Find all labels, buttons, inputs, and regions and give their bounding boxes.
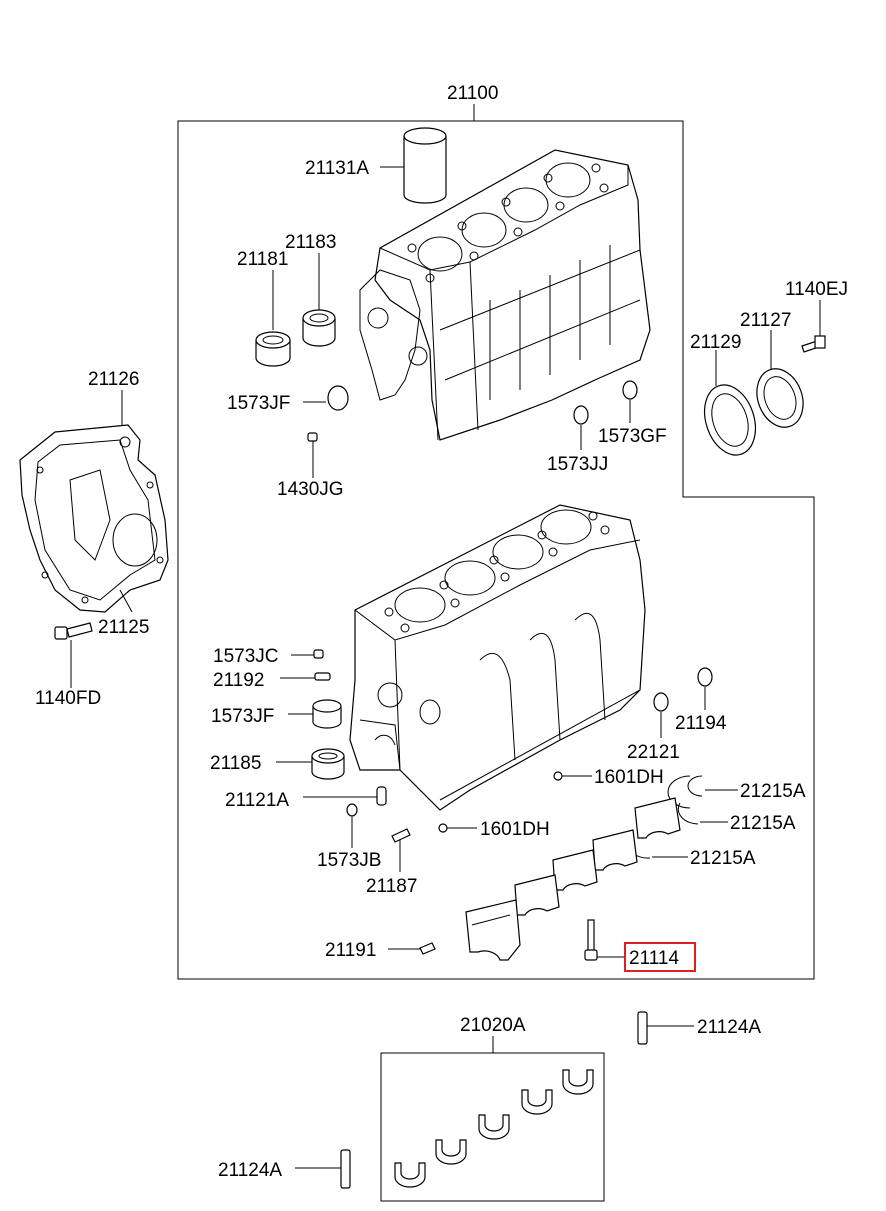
callout-21131a[interactable]: 21131A [305,158,369,179]
callout-21124a-right[interactable]: 21124A [697,1017,761,1038]
bolt-1140fd [54,622,93,640]
plug-22121 [653,692,669,712]
plug-1601dh-upper [553,771,563,781]
callout-1573jb[interactable]: 1573JB [317,850,381,871]
cylinder-liner-21131a [403,127,447,204]
callout-21215a-3[interactable]: 21215A [690,848,756,869]
callout-21100[interactable]: 21100 [447,83,498,104]
assembly-frame-21100 [177,120,815,980]
pin-21124a-left [340,1149,351,1189]
highlight-box-21114 [624,942,696,972]
callout-1140ej[interactable]: 1140EJ [785,279,848,300]
dowel-21191 [419,942,436,955]
bushing-21181 [255,331,291,367]
plug-1573gf [622,380,638,400]
callout-21020a[interactable]: 21020A [460,1015,526,1036]
callout-21121a[interactable]: 21121A [225,790,289,811]
plug-1601dh-lower [438,823,448,833]
callout-21129[interactable]: 21129 [690,332,741,353]
gasket-21129 [704,384,756,456]
main-bearing-shells [394,1069,594,1188]
callout-1573jf-lower[interactable]: 1573JF [211,706,274,727]
bearing-set-frame-21020a [380,1052,605,1202]
callout-1573gf[interactable]: 1573GF [598,426,667,447]
bushing-21183 [302,309,336,347]
callout-1601dh-upper[interactable]: 1601DH [594,767,664,788]
front-cover-gasket-21126 [19,424,169,613]
plug-21194 [697,667,713,687]
callout-21215a-2[interactable]: 21215A [730,813,796,834]
plug-1573jf-upper [327,385,349,411]
callout-1430jg[interactable]: 1430JG [277,479,344,500]
bearing-cap-bolt-21114 [584,919,598,961]
callout-21181[interactable]: 21181 [237,249,288,270]
callout-21127[interactable]: 21127 [740,310,791,331]
bushing-21185 [311,748,345,780]
callout-21185[interactable]: 21185 [210,753,261,774]
callout-1573jc[interactable]: 1573JC [213,646,279,667]
thrust-washer-21215a-2 [677,802,699,825]
cylinder-block-upper [359,149,651,441]
plug-1573jc [313,649,324,659]
plug-1573jf-lower [312,699,342,729]
callout-21191[interactable]: 21191 [325,940,376,961]
callout-1601dh-lower[interactable]: 1601DH [480,819,550,840]
main-bearing-caps [465,797,681,961]
callout-1573jj[interactable]: 1573JJ [547,454,608,475]
oil-seal-21127 [756,368,804,428]
callout-21114[interactable]: 21114 [629,948,679,969]
callout-1140fd[interactable]: 1140FD [35,688,101,709]
cylinder-block-lower [349,504,646,811]
callout-1573jf-upper[interactable]: 1573JF [227,393,290,414]
callout-21125[interactable]: 21125 [98,617,149,638]
pin-1430jg [307,432,318,442]
dowel-21121a [376,786,387,806]
dowel-21187 [391,828,411,843]
plug-1573jb [346,803,358,817]
callout-21187[interactable]: 21187 [366,876,417,897]
plug-1573jj [573,405,589,425]
callout-21124a-left[interactable]: 21124A [218,1160,282,1181]
bolt-1140ej [801,335,826,353]
callout-22121[interactable]: 22121 [627,742,680,763]
pin-21192 [314,672,331,681]
callout-21183[interactable]: 21183 [285,232,336,253]
callout-21194[interactable]: 21194 [675,713,727,734]
callout-21192[interactable]: 21192 [213,670,264,691]
callout-21215a-1[interactable]: 21215A [740,781,806,802]
thrust-washer-21215a-1 [667,775,703,809]
pin-21124a-right [637,1011,648,1045]
callout-21126[interactable]: 21126 [88,369,139,390]
